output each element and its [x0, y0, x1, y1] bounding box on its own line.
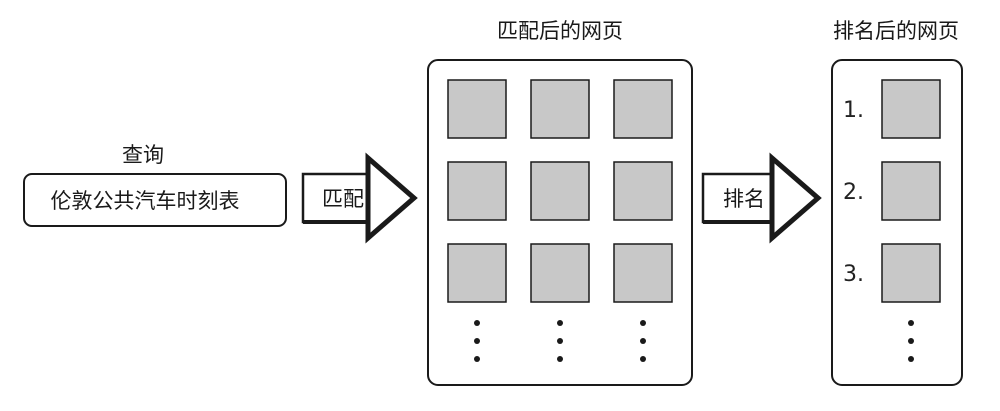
query-box [23, 173, 287, 227]
page-thumbnail [530, 243, 590, 303]
ranked-pages-panel [831, 59, 963, 386]
match-arrow: 匹配 [301, 152, 418, 244]
page-thumbnail [530, 161, 590, 221]
query-text: 伦敦公共汽车时刻表 [51, 189, 240, 213]
page-thumbnail [447, 243, 507, 303]
page-thumbnail [447, 79, 507, 139]
ranked-page-thumbnail [881, 79, 941, 139]
rank-number: 3. [843, 262, 864, 287]
ranked-more-dots [908, 320, 914, 362]
rank-number: 1. [843, 98, 864, 123]
rank-number: 2. [843, 180, 864, 205]
ranked-pages-title: 排名后的网页 [833, 19, 959, 43]
query-label: 查询 [122, 143, 164, 167]
rank-arrow-label: 排名 [723, 187, 765, 211]
match-arrow-label: 匹配 [322, 187, 364, 211]
matched-pages-title: 匹配后的网页 [497, 19, 623, 43]
matched-more-dots [474, 320, 646, 362]
rank-arrow: 排名 [701, 152, 822, 244]
matched-thumbnail-grid [447, 79, 673, 303]
ranked-page-thumbnail [881, 243, 941, 303]
matched-pages-panel [427, 59, 693, 386]
page-thumbnail [530, 79, 590, 139]
page-thumbnail [613, 79, 673, 139]
page-thumbnail [447, 161, 507, 221]
page-thumbnail [613, 243, 673, 303]
page-thumbnail [613, 161, 673, 221]
ranked-page-thumbnail [881, 161, 941, 221]
ranked-list: 1. 2. 3. [843, 79, 941, 303]
